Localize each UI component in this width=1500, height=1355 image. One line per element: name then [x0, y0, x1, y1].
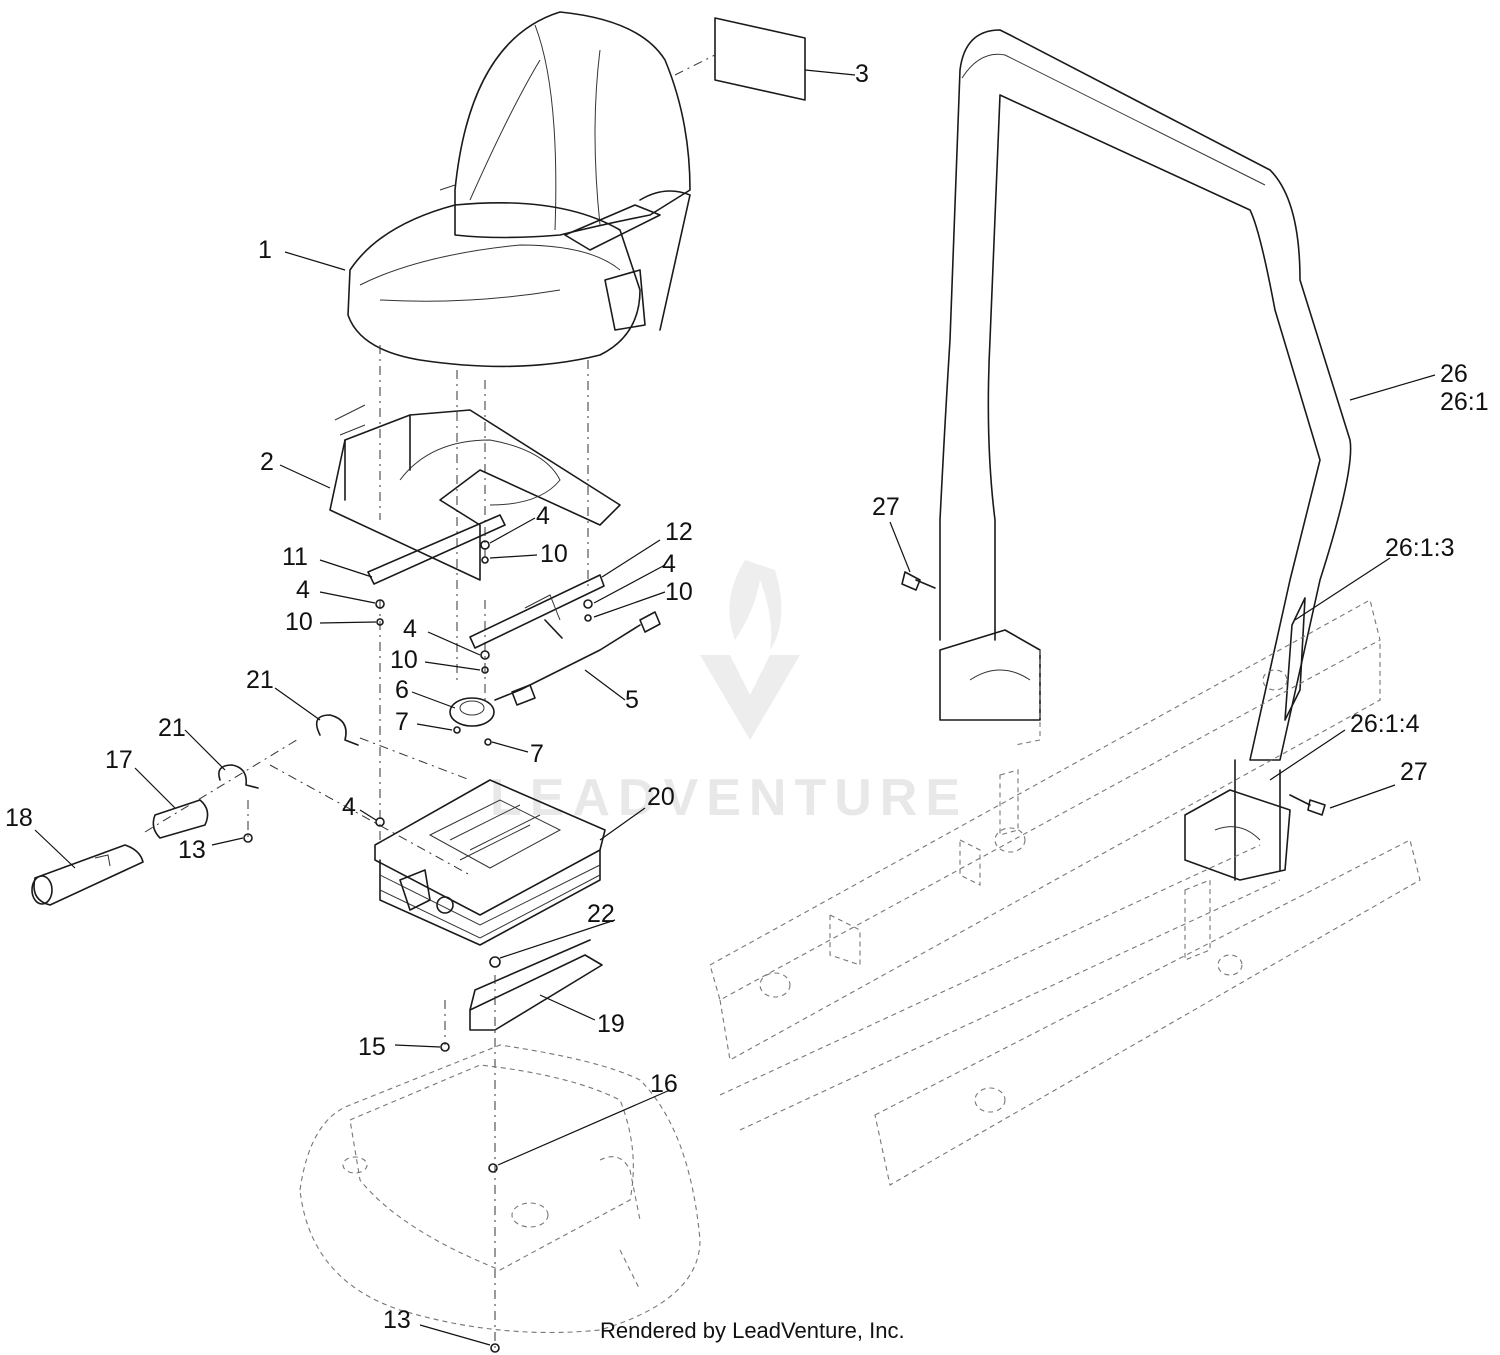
callout-10-d: 10: [390, 646, 418, 674]
callout-15: 15: [358, 1033, 386, 1061]
callout-12: 12: [665, 518, 693, 546]
leader-lines: [34, 69, 1436, 1346]
callout-18: 18: [5, 804, 33, 832]
callouts: 1 2 3 4 10 11 4 10 12 4 10 4 10 5 6 7 7 …: [5, 60, 1489, 1334]
callout-21-a: 21: [246, 666, 274, 694]
callout-7-b: 7: [530, 740, 544, 768]
callout-3: 3: [855, 60, 869, 88]
callout-10-a: 10: [540, 540, 568, 568]
callout-4-e: 4: [342, 793, 356, 821]
callout-4-d: 4: [403, 615, 417, 643]
rops-part-26: [939, 29, 1352, 881]
callout-2: 2: [260, 448, 274, 476]
seat-rails-11-12: [367, 514, 605, 649]
callout-26-1-4: 26:1:4: [1350, 710, 1420, 738]
hardware-fasteners: [243, 540, 593, 1353]
seat-bracket-part-2: [329, 404, 621, 581]
callout-6: 6: [395, 676, 409, 704]
callout-4-c: 4: [662, 550, 676, 578]
suspension-part-20: [374, 779, 606, 946]
callout-19: 19: [597, 1010, 625, 1038]
callout-16: 16: [650, 1070, 678, 1098]
callout-10-c: 10: [665, 578, 693, 606]
callout-27-b: 27: [1400, 758, 1428, 786]
callout-7-a: 7: [395, 708, 409, 736]
callout-20: 20: [647, 783, 675, 811]
frame-ghost: [709, 599, 1421, 1186]
callout-27-a: 27: [872, 493, 900, 521]
bolts-part-27: [901, 571, 1326, 816]
callout-4-a: 4: [536, 502, 550, 530]
seat-switch-and-harness: [449, 611, 661, 727]
callout-13-b: 13: [383, 1306, 411, 1334]
callout-10-b: 10: [285, 608, 313, 636]
manual-tube-parts: [31, 714, 471, 906]
callout-1: 1: [258, 236, 272, 264]
callout-26-1-3: 26:1:3: [1385, 534, 1455, 562]
callout-4-b: 4: [296, 576, 310, 604]
callout-17: 17: [105, 746, 133, 774]
callout-22: 22: [587, 900, 615, 928]
bracket-part-19: [444, 939, 603, 1350]
seat-part-1: [347, 11, 691, 368]
callout-26: 26: [1440, 360, 1468, 388]
callout-21-b: 21: [158, 714, 186, 742]
callout-26-1: 26:1: [1440, 388, 1489, 416]
render-credit: Rendered by LeadVenture, Inc.: [600, 1318, 905, 1343]
watermark: LEADVENTURE: [490, 560, 968, 827]
callout-13-a: 13: [178, 836, 206, 864]
label-part-3: [674, 17, 806, 101]
hood-ghost: [299, 1044, 701, 1334]
watermark-text: LEADVENTURE: [490, 769, 968, 827]
callout-11: 11: [282, 543, 308, 571]
callout-5: 5: [625, 686, 639, 714]
